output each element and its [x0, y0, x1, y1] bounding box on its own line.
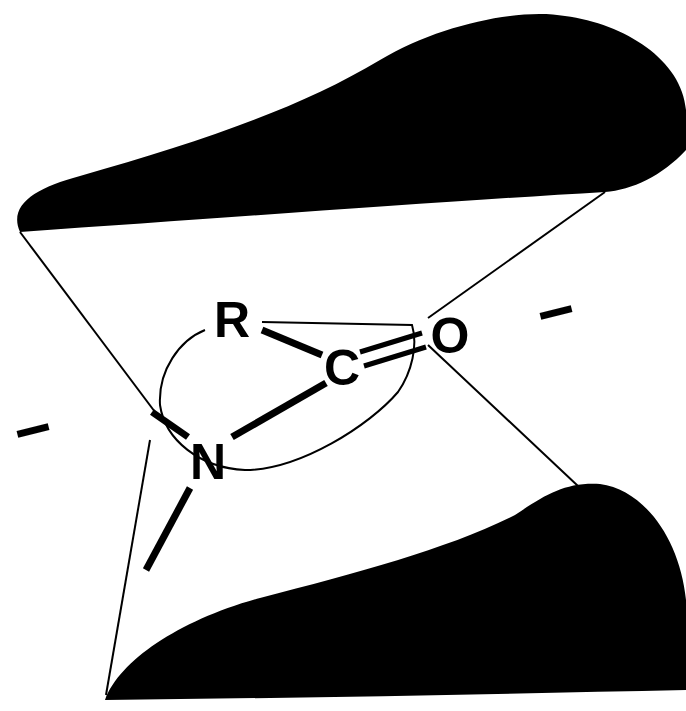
atom-label: R	[214, 295, 250, 345]
atom-label: C	[324, 343, 360, 393]
charge-sign: −	[530, 276, 582, 347]
lower-surface-blob	[105, 484, 686, 700]
bonds	[146, 330, 426, 570]
upper-surface-blob	[17, 14, 686, 232]
charge-sign: −	[7, 394, 59, 465]
atom-label: N	[190, 437, 226, 487]
cone-lines	[20, 192, 605, 695]
atom-label: O	[431, 311, 470, 361]
